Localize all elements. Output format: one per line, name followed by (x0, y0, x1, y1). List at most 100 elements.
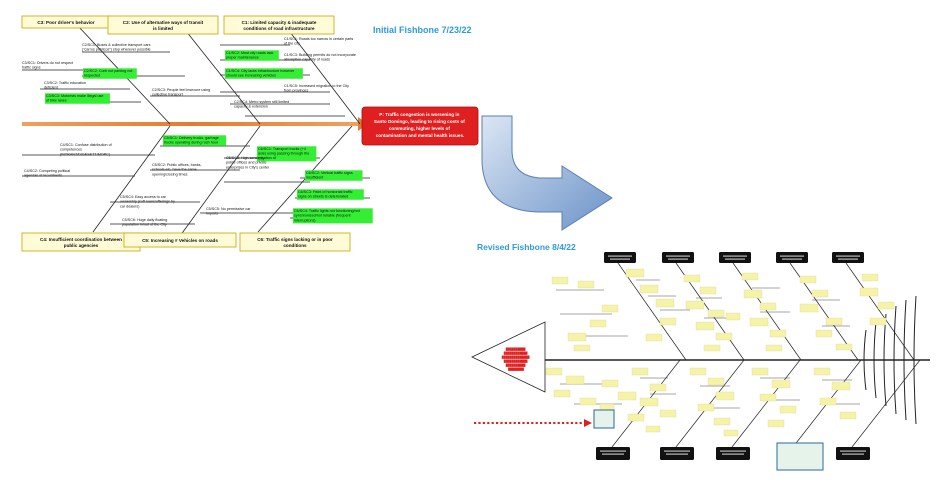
revised-sticky-8 (567, 332, 587, 342)
subcause-text-c2_sc1: C2/SC1: Buses & collective transport car… (82, 43, 151, 52)
revised-top-box-4 (776, 252, 808, 263)
revised-sticky-42 (599, 403, 615, 411)
subcause-text-c6_sc4: C6/SC4: Traffic lights not functioning/n… (294, 209, 360, 222)
revised-sticky-43 (631, 367, 649, 376)
revised-sticky-12 (685, 300, 705, 310)
revised-sticky-11 (699, 286, 717, 295)
revised-sticky-41 (617, 391, 637, 401)
revised-bottom-box-5 (836, 447, 870, 460)
cause-label-c3: C3: Poor driver's behavior (37, 20, 94, 25)
revised-head-triangle (471, 321, 546, 393)
revised-sticky-15 (715, 332, 733, 341)
cause-box-c3: C3: Poor driver's behavior (21, 15, 111, 29)
problem-line-2: Santo Domingo, leading to rising costs o… (374, 119, 465, 124)
revised-top-box-3 (719, 252, 751, 263)
subcause-text-c5_sc2: C5/SC2: Public offices, banks,schools et… (152, 163, 202, 176)
revised-sticky-63 (839, 411, 857, 420)
initial-problem-box: P: Traffic congestion is worsening in Sa… (361, 106, 479, 146)
problem-line-4: contamination and mental health issues. (376, 133, 465, 138)
revised-sticky-1 (551, 276, 569, 285)
revised-sticky-59 (767, 419, 785, 428)
revised-sticky-16 (703, 344, 721, 352)
revised-sticky-35 (869, 317, 887, 326)
revised-sticky-51 (715, 391, 735, 401)
revised-pointer-arrowhead (584, 419, 592, 427)
revised-top-box-2 (662, 252, 694, 263)
revised-bottom-box-2 (660, 447, 694, 460)
revised-sticky-39 (579, 397, 597, 406)
tail-fin-1 (863, 329, 867, 391)
revised-sticky-4 (639, 284, 659, 294)
revised-highlight-right (776, 442, 824, 471)
revised-sticky-56 (771, 379, 791, 389)
revised-sticky-notes (545, 268, 895, 437)
initial-subcause-labels: C2/SC1: Buses & collective transport car… (22, 37, 373, 227)
subcause-text-c1_sc3: C1/SC3: Building permits do not incorpor… (284, 53, 356, 62)
initial-fishbone-title: Initial Fishbone 7/23/22 (373, 25, 472, 35)
subcause-c5_sc2: C5/SC2: Public offices, banks,schools et… (152, 163, 202, 176)
revised-sticky-24 (765, 344, 783, 352)
revised-sticky-31 (835, 343, 853, 351)
revised-sticky-5 (655, 298, 675, 308)
cause-box-c5: C5: Increasing # Vehicles on roads (123, 232, 237, 248)
revised-sticky-27 (811, 289, 829, 298)
revised-sticky-25 (725, 312, 741, 321)
problem-line-1: P: Traffic congestion is worsening in (379, 112, 459, 117)
subcause-text-c1_sc4: C1/SC4: City lacks infrastructure howeve… (226, 69, 295, 78)
revised-sticky-6 (601, 304, 619, 313)
subcause-c2_sc1: C2/SC1: Buses & collective transport car… (82, 43, 151, 52)
revised-sticky-49 (689, 367, 707, 376)
revised-sticky-60 (813, 367, 831, 376)
revised-sticky-23 (769, 329, 787, 338)
revised-sticky-20 (743, 289, 763, 299)
revised-sticky-46 (659, 409, 677, 418)
revised-sticky-61 (831, 381, 851, 391)
revised-sticky-7 (589, 319, 607, 328)
revised-sticky-32 (861, 273, 879, 282)
revised-sticky-40 (601, 379, 619, 388)
revised-sticky-47 (627, 413, 645, 422)
tail-fin-4 (893, 305, 897, 415)
revised-sticky-34 (877, 301, 895, 310)
revised-top-box-5 (832, 252, 864, 263)
revised-sticky-18 (645, 333, 663, 342)
tail-fin-2 (873, 321, 877, 399)
revised-sticky-48 (645, 425, 661, 433)
revised-problem-text: ██████████ ████████████ ██████████████ █… (502, 347, 531, 371)
revised-sticky-37 (565, 375, 585, 385)
revised-top-box-1 (604, 252, 636, 263)
revised-sticky-38 (553, 389, 571, 398)
